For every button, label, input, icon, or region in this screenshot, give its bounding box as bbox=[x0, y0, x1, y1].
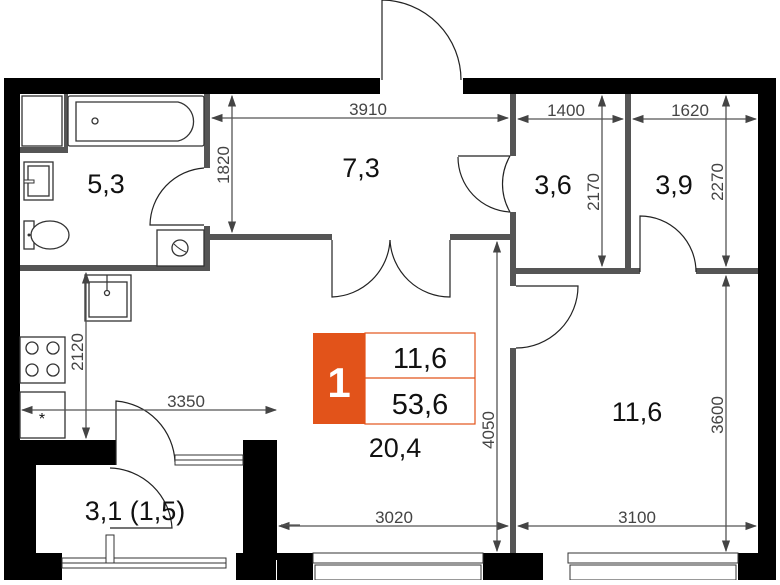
dim-storage2-depth: 2270 bbox=[708, 163, 727, 201]
fixtures: * bbox=[19, 95, 205, 439]
room-area-balcony: 3,1 (1,5) bbox=[85, 496, 186, 526]
room-area-storage-2: 3,9 bbox=[655, 170, 693, 200]
room-area-bathroom: 5,3 bbox=[87, 169, 125, 199]
bathtub-icon bbox=[67, 95, 205, 147]
room-area-storage-1: 3,6 bbox=[534, 170, 572, 200]
room-area-hallway: 7,3 bbox=[342, 153, 380, 183]
room-area-labels: 5,3 7,3 3,6 3,9 20,4 11,6 3,1 (1,5) bbox=[85, 153, 693, 526]
exterior-walls bbox=[4, 78, 776, 580]
toilet-icon bbox=[23, 220, 70, 250]
windows bbox=[61, 454, 739, 581]
dimension-lines bbox=[20, 94, 758, 553]
doors bbox=[109, 0, 697, 529]
dimension-labels: 3910 1820 1400 2170 1620 2270 2120 3350 … bbox=[68, 100, 727, 527]
rooms-count-block bbox=[313, 333, 365, 424]
dim-storage2-width: 1620 bbox=[671, 101, 709, 120]
dim-living-width: 3020 bbox=[375, 508, 413, 527]
dim-hall-depth: 1820 bbox=[214, 146, 233, 184]
dim-kitchen-width: 3350 bbox=[167, 392, 205, 411]
washbasin-icon bbox=[23, 161, 54, 201]
dim-bedroom-width: 3100 bbox=[618, 508, 656, 527]
dim-kitchen-depth: 2120 bbox=[68, 333, 87, 371]
room-area-kitchen-living: 20,4 bbox=[369, 433, 422, 463]
svg-text:*: * bbox=[39, 411, 45, 428]
dim-hall-width: 3910 bbox=[349, 100, 387, 119]
room-area-bedroom: 11,6 bbox=[612, 397, 663, 427]
dim-storage1-width: 1400 bbox=[547, 101, 585, 120]
rooms-count: 1 bbox=[327, 359, 350, 406]
dim-bedroom-depth: 3600 bbox=[708, 396, 727, 434]
dim-storage1-depth: 2170 bbox=[584, 173, 603, 211]
interior-walls bbox=[20, 94, 758, 553]
kitchen-sink-icon bbox=[84, 274, 132, 322]
cabinet-icon: * bbox=[19, 391, 66, 439]
area-badge: 1 11,6 53,6 bbox=[313, 332, 476, 425]
dim-living-depth: 4050 bbox=[479, 411, 498, 449]
living-area-value: 11,6 bbox=[393, 343, 447, 375]
washing-machine-icon bbox=[156, 229, 205, 267]
stove-icon bbox=[19, 336, 66, 384]
total-area-value: 53,6 bbox=[392, 389, 448, 421]
